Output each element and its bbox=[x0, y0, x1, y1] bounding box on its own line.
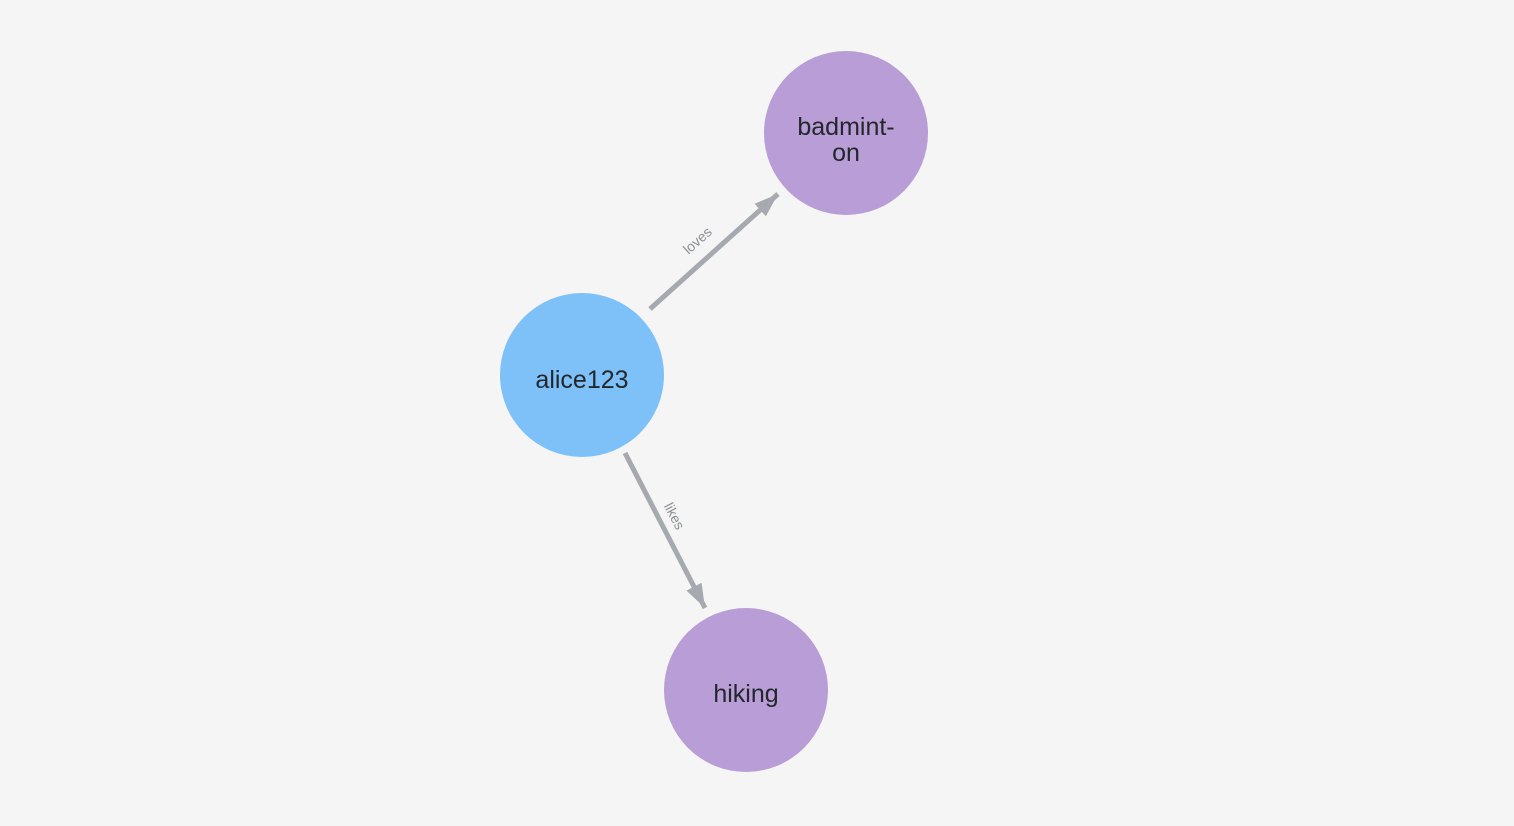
node-circle-alice123 bbox=[500, 293, 664, 457]
node-caption-alice123: alice123 bbox=[535, 366, 628, 394]
node-caption-hiking: hiking bbox=[713, 680, 778, 708]
node-circle-hiking bbox=[664, 608, 828, 772]
node-hiking[interactable]: hiking bbox=[664, 608, 828, 772]
node-circle-badminton bbox=[764, 51, 928, 215]
node-badminton[interactable]: badmint- on bbox=[764, 51, 928, 215]
node-caption-badminton-line2: on bbox=[832, 139, 860, 167]
node-caption-badminton-line1: badmint- bbox=[797, 113, 894, 141]
node-alice123[interactable]: alice123 bbox=[500, 293, 664, 457]
edge-line-loves[interactable] bbox=[648, 192, 780, 311]
edge-line-likes[interactable] bbox=[622, 451, 708, 610]
